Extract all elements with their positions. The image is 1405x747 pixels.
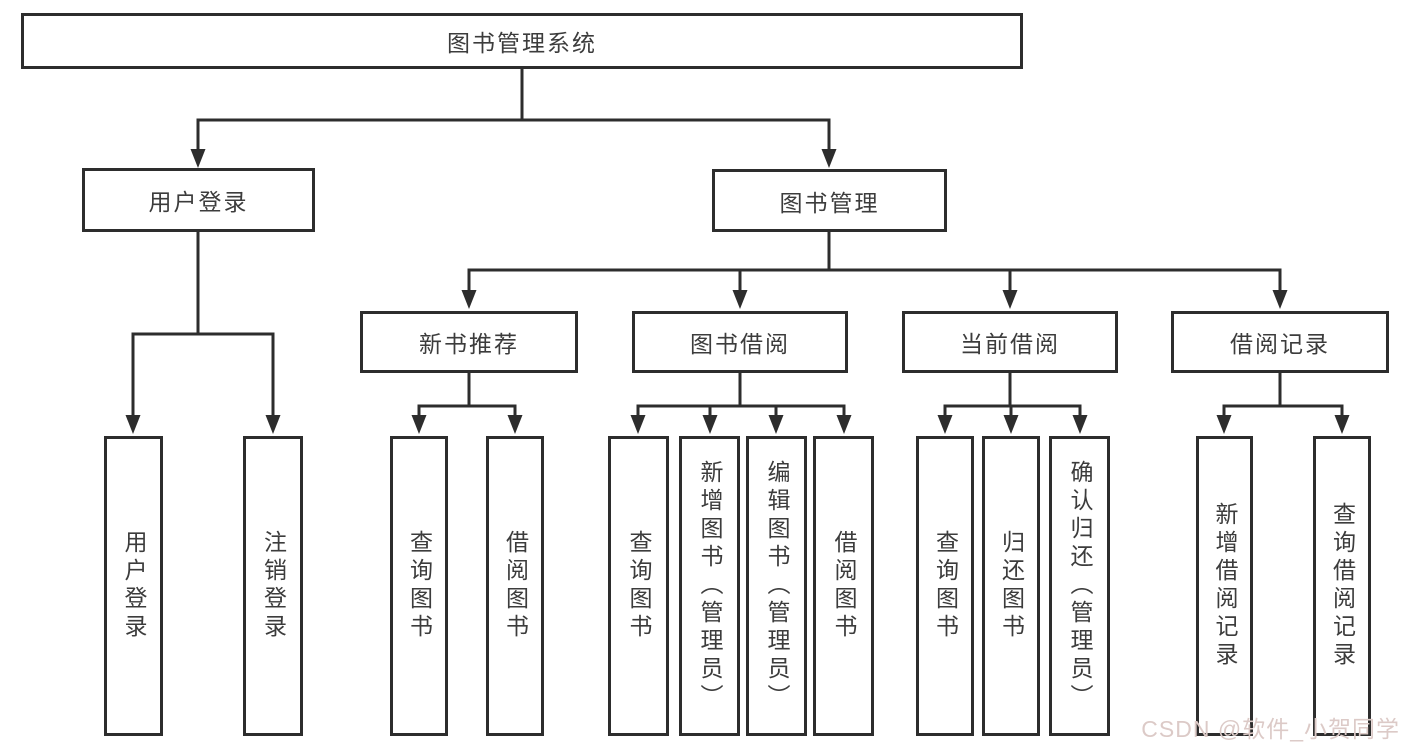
leaf-return-books: 归还图书 bbox=[982, 436, 1040, 736]
leaf-query-books-recommend: 查询图书 bbox=[390, 436, 448, 736]
node-book-management: 图书管理 bbox=[712, 169, 947, 232]
leaf-add-borrow-record: 新增借阅记录 bbox=[1196, 436, 1253, 736]
leaf-query-borrow-record: 查询借阅记录 bbox=[1313, 436, 1371, 736]
csdn-watermark: CSDN @软件_小贺同学 bbox=[1141, 716, 1400, 742]
node-book-borrowing: 图书借阅 bbox=[632, 311, 848, 373]
leaf-logout: 注销登录 bbox=[243, 436, 303, 736]
node-library-management-system: 图书管理系统 bbox=[21, 13, 1023, 69]
leaf-query-books-borrow: 查询图书 bbox=[608, 436, 669, 736]
leaf-add-books-admin: 新增图书（管理员） bbox=[679, 436, 740, 736]
node-user-login: 用户登录 bbox=[82, 168, 315, 232]
node-current-borrowing: 当前借阅 bbox=[902, 311, 1118, 373]
node-new-book-recommendation: 新书推荐 bbox=[360, 311, 578, 373]
leaf-query-books-current: 查询图书 bbox=[916, 436, 974, 736]
leaf-confirm-return-admin: 确认归还（管理员） bbox=[1049, 436, 1110, 736]
leaf-edit-books-admin: 编辑图书（管理员） bbox=[746, 436, 807, 736]
node-borrowing-records: 借阅记录 bbox=[1171, 311, 1389, 373]
leaf-user-login: 用户登录 bbox=[104, 436, 163, 736]
leaf-borrow-books-recommend: 借阅图书 bbox=[486, 436, 544, 736]
leaf-borrow-books: 借阅图书 bbox=[813, 436, 874, 736]
